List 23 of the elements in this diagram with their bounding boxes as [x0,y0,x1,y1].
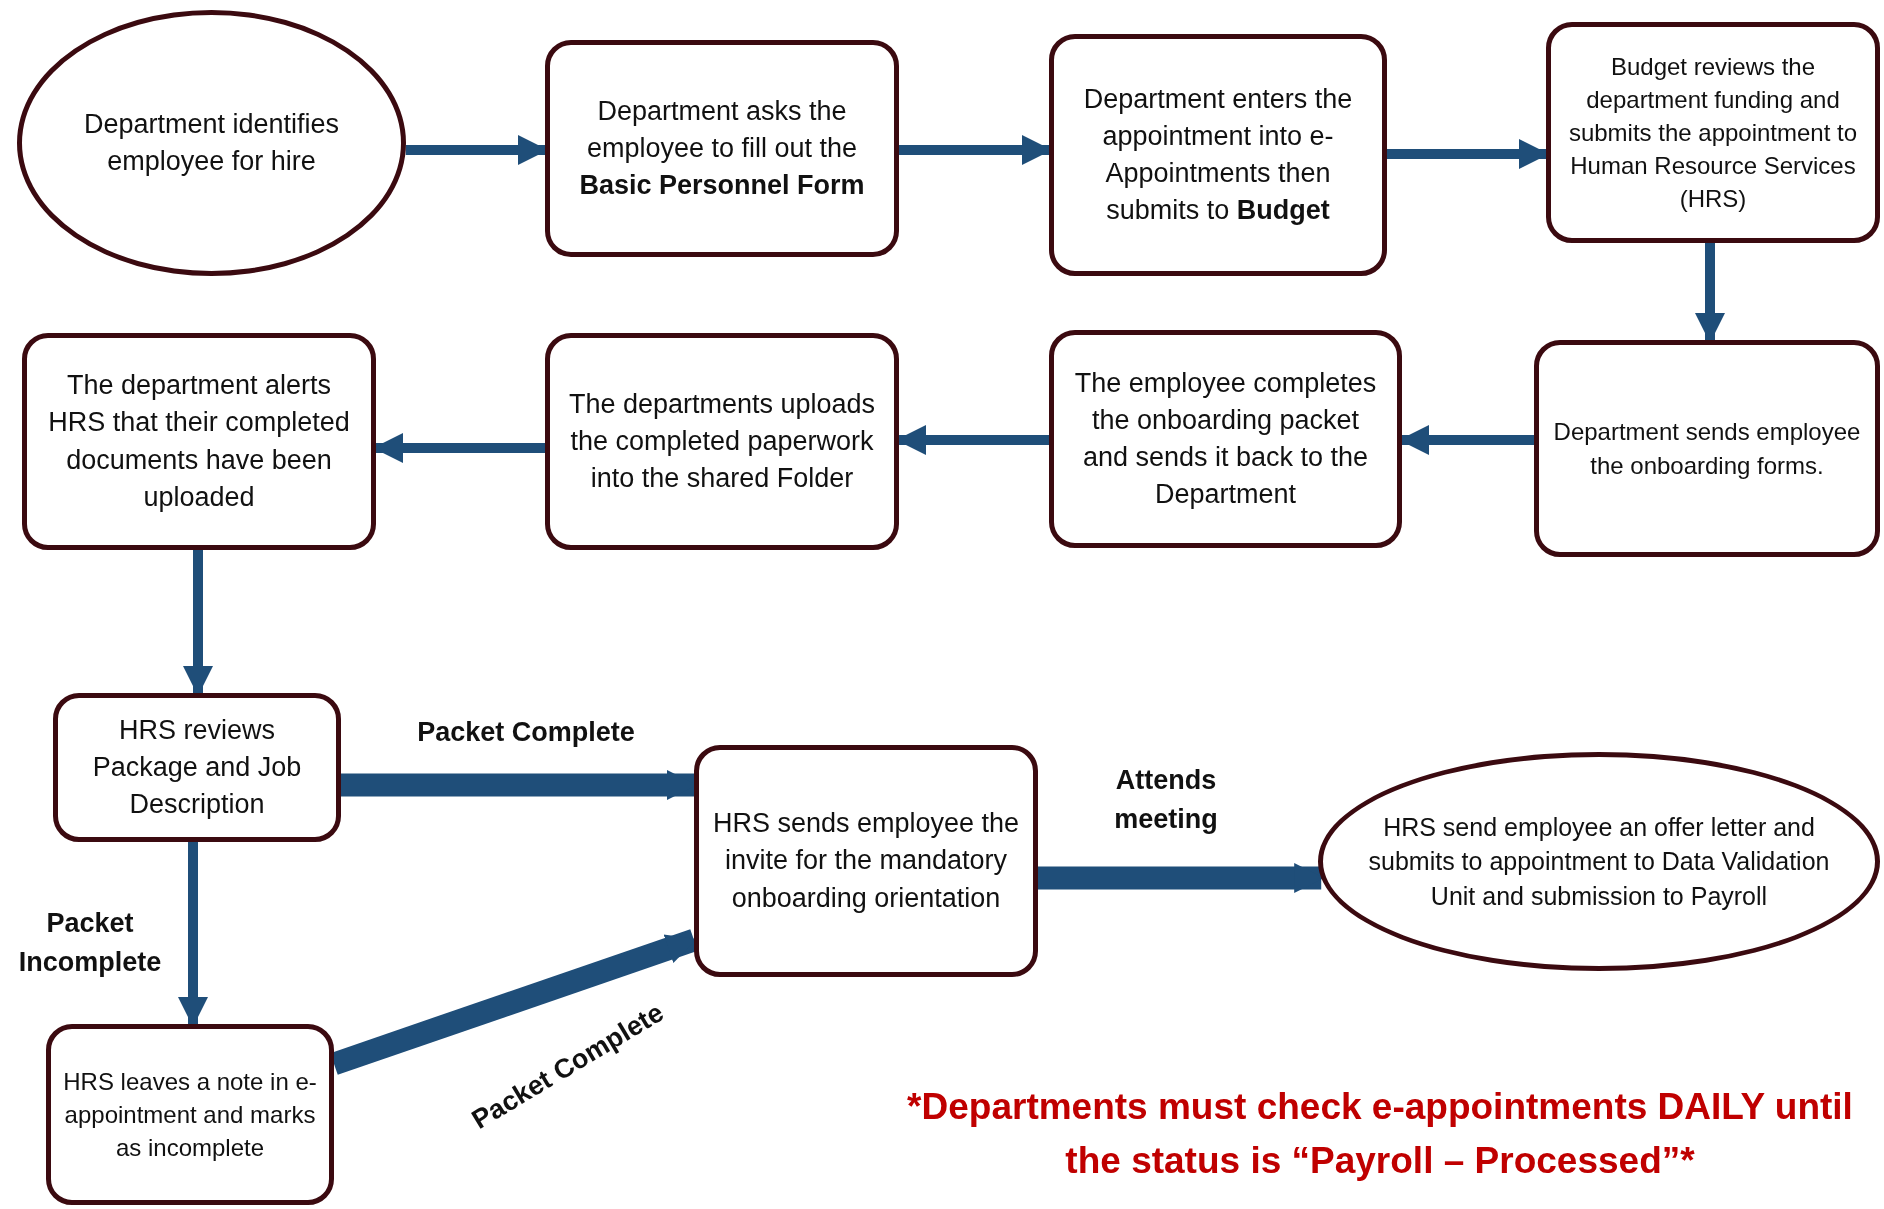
process-box [1049,330,1402,548]
step-text: The departments uploads the completed paperwork into the shared Folder [567,387,877,496]
step-text: HRS leaves a note in e-appointment and marks as incomplete [63,1066,317,1164]
note-text: *Departments must check e-appointments DAILY until the status is “Payroll – Processed”* [906,1085,1854,1183]
step-text: The department alerts HRS that their completed documents have been uploaded [47,369,351,514]
process-box [545,40,899,257]
process-box [46,1024,334,1205]
step-text: Department asks the employee to fill out the Basic Personnel Form [578,94,866,203]
step-text: Budget reviews the department funding and submits the appointment to Human Resource Services (HRS) [1567,51,1859,215]
step-text: The employee completes the onboarding packet and sends it back to the Department [1073,366,1378,512]
process-box [694,745,1038,977]
step-text: Department enters the appointment into e-Appointments then submits to Budget [1082,82,1354,228]
process-box [53,693,341,842]
process-box [545,333,899,550]
step-text: HRS sends employee the invite for the mandatory onboarding orientation [711,807,1021,915]
process-box [1049,34,1387,276]
step-text: Department identifies employee for hire [82,107,341,178]
process-box [22,333,376,550]
step-text: HRS reviews Package and Job Description [91,713,303,822]
process-box [1546,22,1880,243]
process-box [1534,340,1880,557]
step-text: HRS send employee an offer letter and submits to appointment to Data Validation Unit and submission to Payroll [1367,811,1831,912]
step-text: Department sends employee the onboarding forms. [1552,417,1862,481]
